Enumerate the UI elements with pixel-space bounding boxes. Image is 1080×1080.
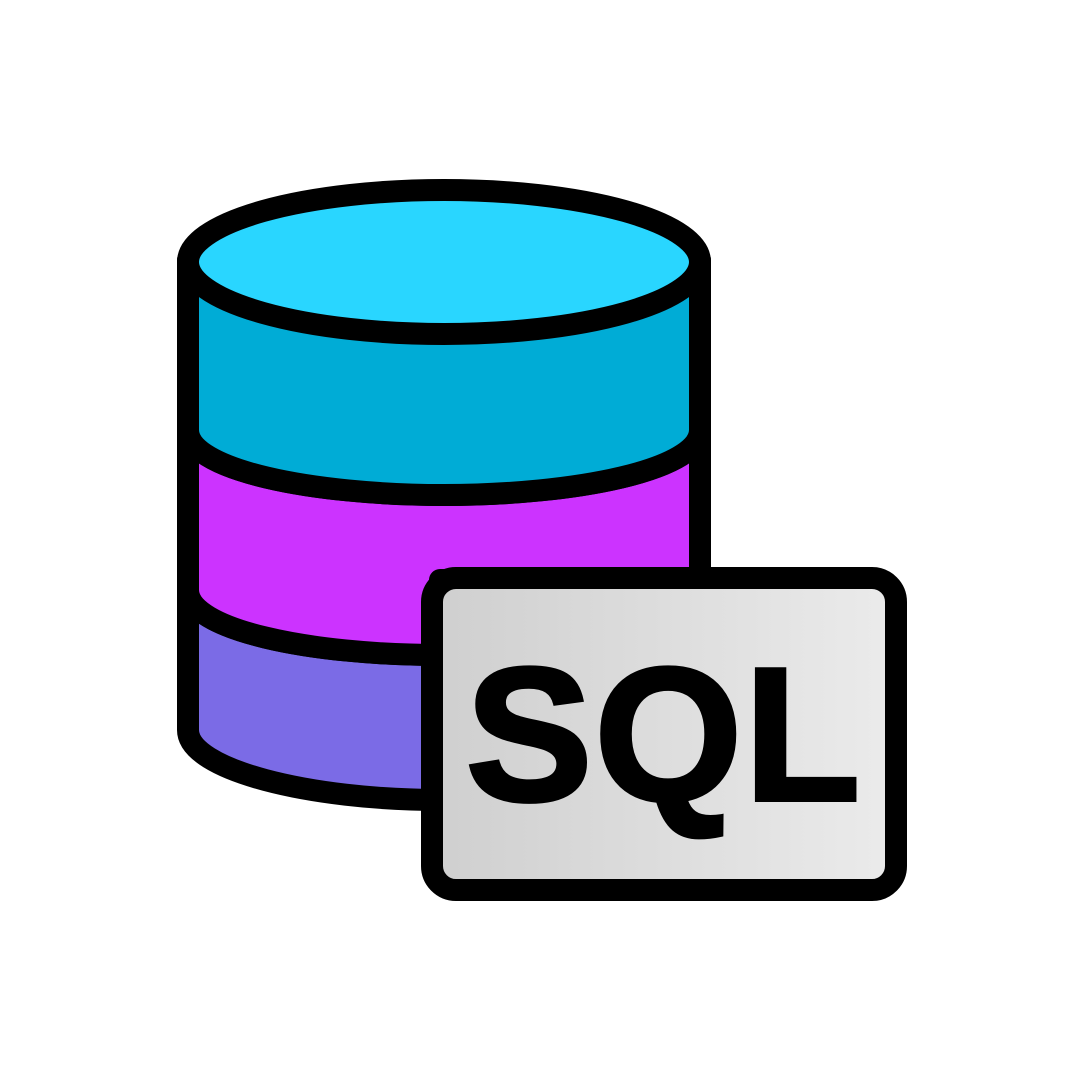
sql-badge: SQL	[421, 567, 907, 901]
sql-badge-frame	[421, 567, 907, 901]
database-cylinder-icon	[177, 179, 711, 811]
sql-badge-text: SQL	[466, 629, 863, 841]
cylinder-top	[177, 179, 711, 345]
